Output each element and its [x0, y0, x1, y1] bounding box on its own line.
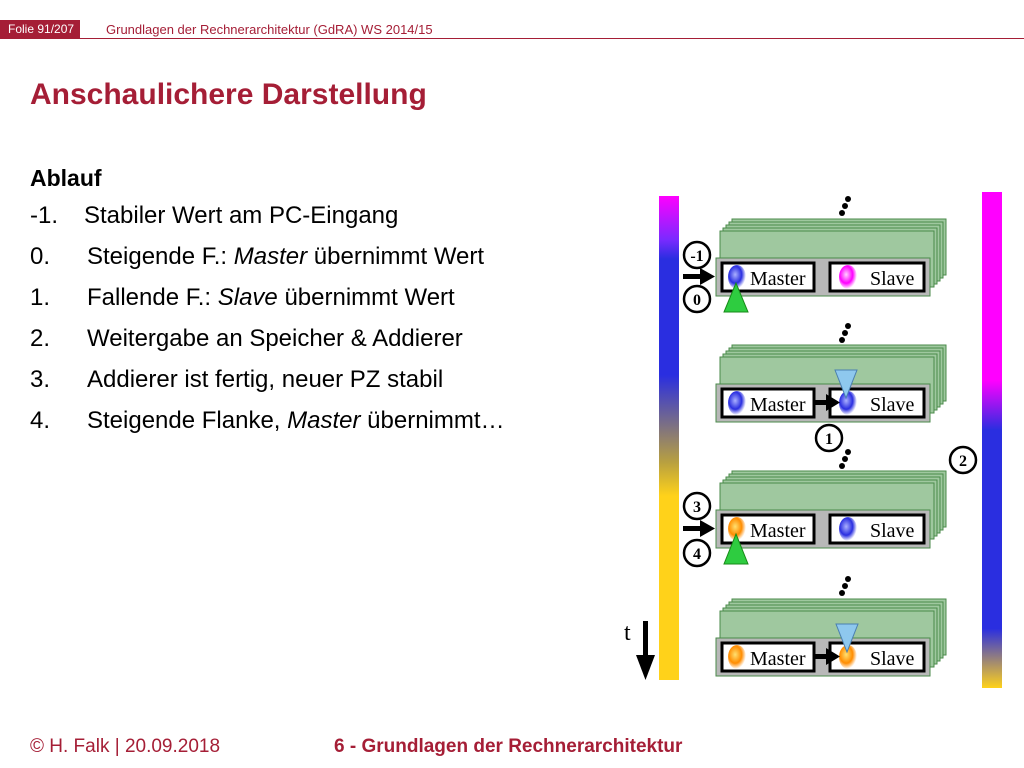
- step-emphasis: Slave: [217, 284, 278, 311]
- step-text: Steigende F.:: [87, 243, 234, 270]
- step-text: Fallende F.:: [87, 284, 218, 311]
- register-stack-3: Master Slave: [715, 470, 947, 565]
- slide-number-badge: Folie 91/207: [0, 20, 81, 38]
- list-item: 2. Weitergabe an Speicher & Addierer: [30, 323, 505, 364]
- step-marker-minus-1: -1: [682, 240, 712, 270]
- list-item: 4. Steigende Flanke, Master übernimmt…: [30, 405, 505, 446]
- footer-author-date: © H. Falk | 20.09.2018: [30, 736, 221, 757]
- section-heading: Ablauf: [30, 165, 102, 191]
- time-axis-label: t: [624, 620, 631, 646]
- slave-label: Slave: [870, 394, 915, 416]
- step-marker-0: 0: [682, 284, 712, 314]
- slave-label: Slave: [870, 648, 915, 670]
- list-item: 3. Addierer ist fertig, neuer PZ stabil: [30, 364, 505, 405]
- falling-edge-icon: [835, 623, 859, 654]
- master-label: Master: [750, 520, 806, 542]
- step-marker-1: 1: [814, 423, 844, 453]
- step-text: Weitergabe an Speicher & Addierer: [87, 325, 463, 352]
- step-number: 4.: [30, 407, 51, 434]
- svg-text:0: 0: [693, 292, 701, 309]
- header-divider: [0, 38, 1024, 39]
- input-arrow-icon: [683, 520, 715, 537]
- step-marker-4: 4: [682, 538, 712, 568]
- master-label: Master: [750, 268, 806, 290]
- master-label: Master: [750, 394, 806, 416]
- step-text: Addierer ist fertig, neuer PZ stabil: [87, 366, 444, 393]
- step-number: 0.: [30, 243, 51, 270]
- step-list: -1. Stabiler Wert am PC-Eingang 0. Steigen…: [30, 200, 505, 446]
- step-number: -1.: [30, 202, 59, 229]
- svg-text:-1: -1: [690, 248, 703, 265]
- step-number: 2.: [30, 325, 51, 352]
- slave-label: Slave: [870, 268, 915, 290]
- master-to-slave-arrow-icon: [814, 394, 840, 411]
- master-to-slave-arrow-icon: [814, 648, 840, 665]
- footer-chapter: 6 - Grundlagen der Rechnerarchitektur: [334, 736, 683, 757]
- svg-text:1: 1: [825, 431, 833, 448]
- list-item: -1. Stabiler Wert am PC-Eingang: [30, 200, 505, 241]
- step-number: 1.: [30, 284, 51, 311]
- register-stack-1: Master Slave: [715, 218, 947, 313]
- time-arrow-icon: [636, 621, 655, 680]
- svg-text:2: 2: [959, 453, 967, 470]
- input-arrow-icon: [683, 268, 715, 285]
- course-title: Grundlagen der Rechnerarchitektur (GdRA)…: [106, 22, 433, 37]
- svg-text:3: 3: [693, 499, 701, 516]
- list-item: 0. Steigende F.: Master übernimmt Wert: [30, 241, 505, 282]
- right-signal-bar: [982, 192, 1002, 688]
- master-label: Master: [750, 648, 806, 670]
- slave-label: Slave: [870, 520, 915, 542]
- step-number: 3.: [30, 366, 51, 393]
- list-item: 1. Fallende F.: Slave übernimmt Wert: [30, 282, 505, 323]
- step-text-end: übernimmt…: [360, 407, 505, 434]
- step-marker-2: 2: [948, 445, 978, 475]
- left-signal-bar: [659, 196, 679, 680]
- step-text: Steigende Flanke,: [87, 407, 288, 434]
- step-text-end: übernimmt Wert: [307, 243, 485, 270]
- register-stack-2: Master Slave: [715, 344, 947, 423]
- step-text: Stabiler Wert am PC-Eingang: [84, 202, 399, 229]
- rising-edge-icon: [723, 281, 749, 313]
- falling-edge-icon: [834, 369, 858, 400]
- step-text-end: übernimmt Wert: [277, 284, 455, 311]
- step-marker-3: 3: [682, 491, 712, 521]
- step-emphasis: Master: [233, 243, 308, 270]
- continuation-dots: [839, 196, 851, 596]
- register-stack-4: Master Slave: [715, 598, 947, 677]
- svg-text:4: 4: [693, 546, 701, 563]
- step-emphasis: Master: [287, 407, 361, 434]
- rising-edge-icon: [723, 532, 749, 565]
- page-title: Anschaulichere Darstellung: [30, 78, 427, 111]
